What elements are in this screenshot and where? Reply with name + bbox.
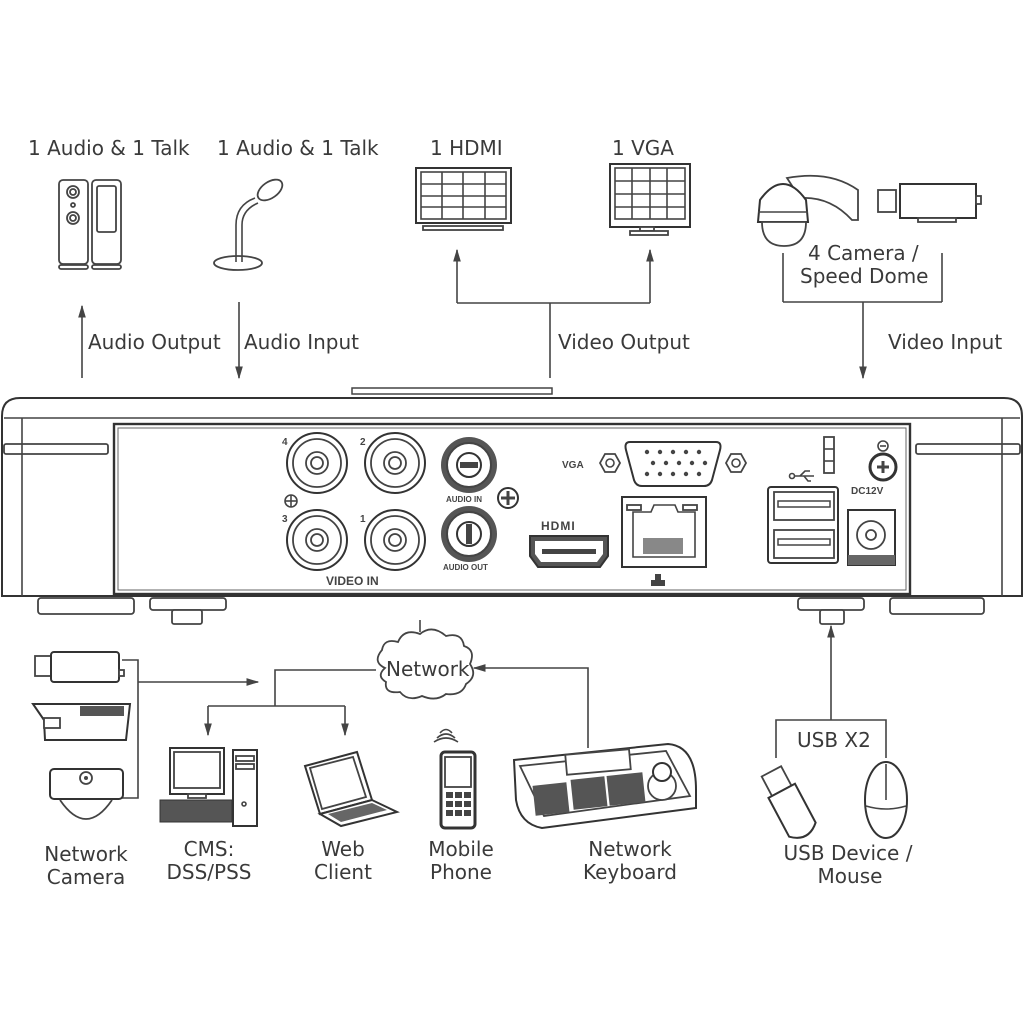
usb-connector (775, 624, 887, 758)
speed-dome-camera-icon (756, 174, 859, 247)
video-input-connector (782, 253, 943, 380)
keyboard-network-connector (472, 664, 589, 748)
hdmi-monitor-label: 1 HDMI (430, 136, 503, 160)
bnc-port-ch1 (364, 509, 426, 571)
ground-screw-icon (284, 494, 298, 508)
channel-4-label: 4 (282, 437, 288, 448)
audio-out-label: AUDIO OUT (443, 563, 488, 572)
hdmi-port-label: HDMI (541, 519, 576, 533)
vga-monitor-icon (609, 163, 691, 236)
network-camera-label: Network Camera (44, 842, 128, 889)
svg-text:Client: Client (314, 860, 372, 884)
svg-text:Mouse: Mouse (818, 864, 883, 888)
dc-power-jack (847, 509, 896, 566)
svg-text:Network: Network (44, 842, 128, 866)
svg-text:Keyboard: Keyboard (583, 860, 677, 884)
usb-x2-label: USB X2 (797, 728, 871, 752)
bnc-port-ch2 (364, 432, 426, 494)
ground-screw-top-icon (877, 440, 889, 452)
web-client-label: Web Client (314, 837, 372, 884)
mouse-icon (864, 761, 908, 839)
microphone-label: 1 Audio & 1 Talk (217, 136, 379, 160)
vga-port-label: VGA (562, 460, 584, 471)
speaker-label: 1 Audio & 1 Talk (28, 136, 190, 160)
network-clients-connector (204, 669, 376, 737)
desktop-computer-icon (159, 747, 258, 827)
hdmi-port (529, 535, 609, 568)
usb-ports (767, 486, 839, 564)
svg-text:Camera: Camera (47, 865, 126, 889)
box-network-camera-icon (31, 703, 132, 741)
vga-port (598, 441, 748, 487)
usb-symbol-icon (788, 470, 814, 482)
network-camera-connector (122, 659, 260, 799)
bullet-camera-icon (34, 651, 125, 683)
svg-text:USB Device /: USB Device / (784, 841, 913, 865)
usb-device-label: USB Device / Mouse (784, 841, 913, 888)
vga-monitor-label: 1 VGA (612, 136, 674, 160)
ptz-keyboard-icon (512, 742, 697, 830)
svg-text:Network: Network (588, 837, 672, 861)
mobile-phone-icon (433, 728, 477, 830)
bnc-port-ch3 (286, 509, 348, 571)
channel-1-label: 1 (360, 514, 366, 525)
hdmi-monitor-icon (415, 167, 512, 231)
network-cloud-icon (376, 628, 475, 700)
ground-plus-icon (497, 487, 519, 509)
video-input-label: Video Input (888, 330, 1002, 354)
audio-input-label: Audio Input (244, 330, 359, 354)
grounding-screw (868, 452, 898, 482)
mobile-phone-label: Mobile Phone (428, 837, 494, 884)
usb-flash-drive-icon (760, 765, 817, 839)
microphone-icon (213, 178, 284, 271)
video-output-connector (453, 248, 654, 378)
audio-out-jack (441, 506, 497, 562)
network-label: Network (386, 657, 470, 681)
led-indicator (823, 436, 835, 474)
speaker-icon (58, 179, 122, 270)
svg-text:Phone: Phone (430, 860, 492, 884)
svg-text:CMS:: CMS: (184, 837, 235, 861)
audio-in-jack (441, 437, 497, 493)
cms-label: CMS: DSS/PSS (167, 837, 252, 884)
network-symbol-icon (651, 574, 665, 586)
svg-text:DSS/PSS: DSS/PSS (167, 860, 252, 884)
camera-label-line2: Speed Dome (800, 264, 928, 288)
ethernet-port (621, 496, 707, 568)
laptop-icon (303, 750, 400, 828)
box-camera-icon (877, 183, 982, 223)
audio-in-label: AUDIO IN (446, 495, 482, 504)
channel-2-label: 2 (360, 437, 366, 448)
network-keyboard-label: Network Keyboard (583, 837, 677, 884)
channel-3-label: 3 (282, 514, 288, 525)
camera-label-line1: 4 Camera / (808, 241, 919, 265)
video-in-label: VIDEO IN (326, 574, 379, 588)
svg-text:Web: Web (321, 837, 365, 861)
bnc-port-ch4 (286, 432, 348, 494)
audio-output-label: Audio Output (88, 330, 221, 354)
dome-camera-icon (49, 768, 124, 820)
dc12v-label: DC12V (851, 486, 884, 497)
svg-text:Mobile: Mobile (428, 837, 494, 861)
video-output-label: Video Output (558, 330, 690, 354)
